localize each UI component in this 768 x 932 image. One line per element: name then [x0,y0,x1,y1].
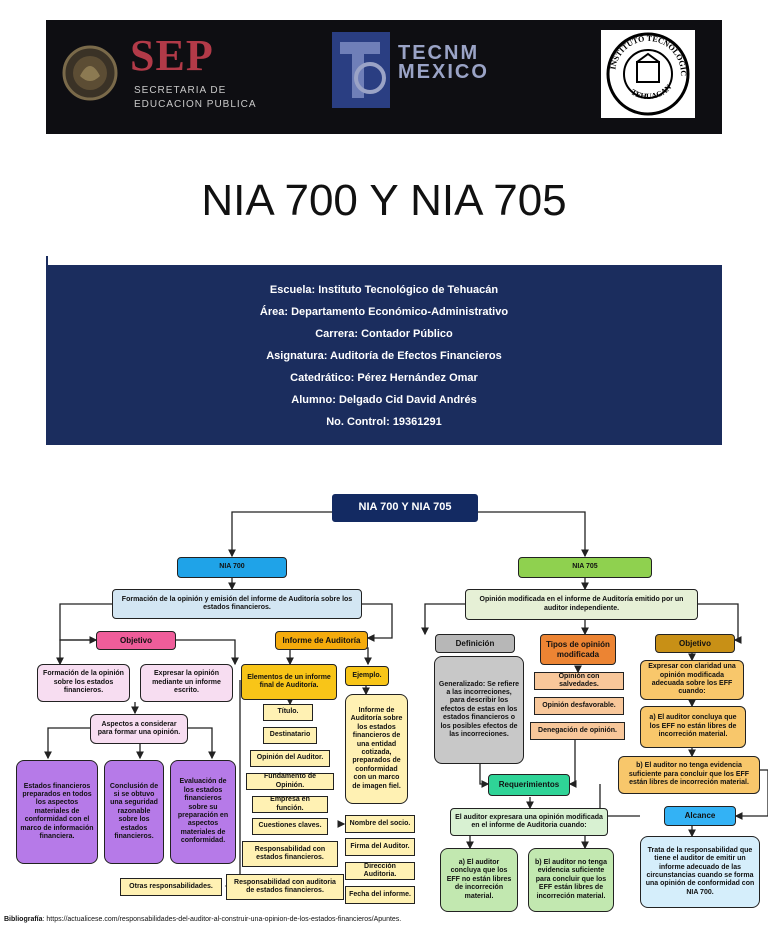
tecnm-logo-text: TECNM MEXICO [398,42,489,83]
node-asp3: Evaluación de los estados financieros so… [170,760,236,864]
info-control: No. Control: 19361291 [326,416,442,428]
node-el-socio: Nombre del socio. [345,815,415,833]
node-asp1: Estados financieros preparados en todos … [16,760,98,864]
tecnm-logo-icon [330,30,392,110]
info-escuela: Escuela: Instituto Tecnológico de Tehuac… [269,284,499,296]
node-obj2: Expresar la opinión mediante un informe … [140,664,233,702]
node-obj705-texto: Expresar con claridad una opinión modifi… [640,660,744,700]
node-tipos-opinion: Tipos de opinión modificada [540,634,616,665]
bibliography: Bibliografía: https://actualicese.com/re… [4,916,402,923]
node-root: NIA 700 Y NIA 705 [332,494,478,522]
node-el-firma: Firma del Auditor. [345,838,415,856]
node-formacion: Formación de la opinión y emisión del in… [112,589,362,619]
info-alumno: Alumno: Delgado Cid David Andrés [291,394,477,406]
node-nia705: NIA 705 [518,557,652,578]
node-tipo1: Opinión con salvedades. [534,672,624,690]
node-aspectos: Aspectos a considerar para formar una op… [90,714,188,744]
page-title: NIA 700 Y NIA 705 [201,176,567,225]
sep-logo-text: SEP [130,31,214,80]
node-el-resp-ef: Responsabilidad con estados financieros. [242,841,338,867]
ith-seal-logo: INSTITUTO TECNOLOGICO TEHUACAN [598,23,695,118]
node-el-titulo: Título. [263,704,313,721]
node-el-fundamento: Fundamento de Opinión. [246,773,334,790]
node-el-destinatario: Destinatario [263,727,317,744]
info-divider [46,256,48,266]
node-obj705-a: a) El auditor concluya que los EFF no es… [640,706,746,748]
node-el-resp-aud: Responsabilidad con auditoria de estados… [226,874,344,900]
node-req-a: a) El auditor concluya que los EFF no es… [440,848,518,912]
node-definicion-texto: Generalizado: Se refiere a las incorreci… [434,656,524,764]
node-tipo3: Denegación de opinión. [530,722,625,740]
info-carrera: Carrera: Contador Público [315,328,453,340]
node-definicion: Definición [435,634,515,653]
node-requerimientos: Requerimientos [488,774,570,796]
info-area: Área: Departamento Económico-Administrat… [259,306,509,318]
node-ejemplo-texto: Informe de Auditoría sobre los estados f… [345,694,408,804]
node-opinion-modificada: Opinión modificada en el informe de Audi… [465,589,698,620]
node-alcance: Alcance [664,806,736,826]
node-el-otras: Otras responsabilidades. [120,878,222,896]
node-objetivo-705: Objetivo [655,634,735,653]
node-objetivo-700: Objetivo [96,631,176,650]
info-asignatura: Asignatura: Auditoría de Efectos Financi… [266,350,502,362]
node-obj705-b: b) El auditor no tenga evidencia suficie… [618,756,760,794]
mexico-seal-logo [60,26,120,120]
node-el-direccion: Dirección Auditoria. [345,862,415,880]
node-alcance-texto: Trata de la responsabilidad que tiene el… [640,836,760,908]
sep-subtitle: SECRETARIA DE EDUCACION PUBLICA [134,85,257,110]
node-req-texto: El auditor expresara una opinión modific… [450,808,608,836]
node-el-fecha: Fecha del informe. [345,886,415,904]
node-tipo2: Opinión desfavorable. [534,697,624,715]
node-el-opinion: Opinión del Auditor. [250,750,330,767]
node-obj1: Formación de la opinión sobre los estado… [37,664,130,702]
info-panel: Escuela: Instituto Tecnológico de Tehuac… [46,265,722,445]
node-el-cuestiones: Cuestiones claves. [252,818,328,835]
node-el-empresa: Empresa en función. [252,796,328,813]
node-ejemplo: Ejemplo. [345,666,389,686]
node-informe-auditoria: Informe de Auditoría [275,631,368,650]
node-asp2: Conclusión de si se obtuvo una seguridad… [104,760,164,864]
node-nia700: NIA 700 [177,557,287,578]
node-elementos: Elementos de un informe final de Auditor… [241,664,337,700]
node-req-b: b) El auditor no tenga evidencia suficie… [528,848,614,912]
info-catedratico: Catedrático: Pérez Hernández Omar [290,372,478,384]
